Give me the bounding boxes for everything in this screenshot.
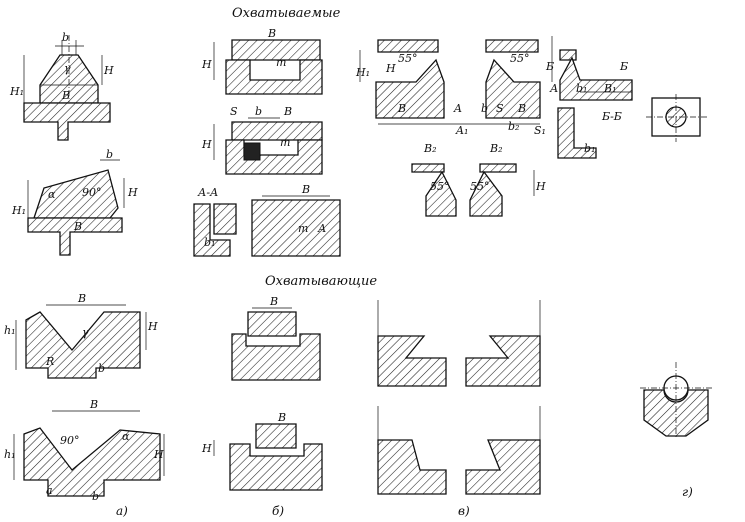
label-B: B	[269, 295, 278, 308]
fig-b-rect-guide-1	[213, 39, 323, 95]
label-section-bb: Б-Б	[601, 110, 622, 123]
label-b1: b₁	[576, 82, 587, 95]
label-m: m	[280, 136, 290, 149]
label-h: H	[127, 186, 138, 199]
label-B: B	[61, 89, 70, 102]
fig-v-engaging-2	[377, 406, 541, 495]
fig-b-rect-engaging-1	[231, 307, 321, 381]
label-a1: A₁	[455, 124, 468, 137]
label-h: H	[201, 58, 212, 71]
label-h: H	[153, 448, 164, 461]
fig-v-section-bb	[551, 36, 633, 159]
label-a-cyr: А	[549, 82, 558, 95]
fig-a-dovetail	[23, 35, 111, 141]
fig-v-engaging-1	[377, 300, 541, 387]
label-h: H	[103, 64, 114, 77]
fig-a-v-groove-90	[13, 410, 165, 497]
label-B: B	[267, 27, 276, 40]
label-h1: H₁	[355, 66, 370, 79]
header-engaged: Охватываемые	[232, 6, 341, 21]
label-alpha: α	[48, 188, 56, 201]
caption-b: б)	[272, 504, 284, 518]
label-b1: b₁	[204, 236, 215, 249]
label-B: B	[73, 220, 82, 233]
fig-v-dovetail-top	[359, 39, 541, 125]
label-gamma: γ	[82, 326, 89, 339]
label-B: B	[89, 398, 98, 411]
label-h: H	[535, 180, 546, 193]
label-B: B	[301, 183, 310, 196]
label-b2-cap: B₂	[489, 142, 503, 155]
label-b1: b₁	[584, 142, 595, 155]
label-55deg: 55°	[510, 52, 530, 65]
label-a-cyr: А	[317, 222, 326, 235]
label-B: B	[517, 102, 526, 115]
label-h1: H₁	[9, 85, 24, 98]
label-b2-cap: B₂	[423, 142, 437, 155]
label-h: H	[201, 442, 212, 455]
caption-v: в)	[458, 504, 470, 518]
label-b: b	[106, 148, 113, 161]
label-h: H	[201, 138, 212, 151]
label-h: H	[385, 62, 396, 75]
label-55deg: 55°	[398, 52, 418, 65]
label-55deg: 55°	[430, 180, 450, 193]
fig-a-v-groove	[15, 304, 147, 379]
label-b-cyr: Б	[545, 60, 554, 73]
label-b: b	[255, 105, 262, 118]
label-55deg: 55°	[470, 180, 490, 193]
label-b2: b₂	[508, 120, 519, 133]
caption-a: а)	[116, 504, 128, 518]
label-h1: h₁	[4, 324, 16, 337]
header-engaging: Охватывающие	[265, 274, 377, 289]
fig-b-rect-guide-2	[213, 117, 323, 175]
label-b: b	[98, 362, 105, 375]
label-b: b	[92, 490, 99, 503]
label-90deg: 90°	[82, 186, 102, 199]
label-b: b	[481, 102, 488, 115]
fig-a-dovetail-90	[27, 159, 125, 256]
fig-b-section-aa	[193, 195, 341, 257]
label-B: B	[77, 292, 86, 305]
label-gamma: γ	[64, 62, 71, 75]
fig-g-round-top	[646, 94, 708, 142]
fig-v-dovetail-bottom	[411, 163, 535, 217]
label-s: S	[230, 105, 238, 118]
label-h: H	[147, 320, 158, 333]
label-s: S	[496, 102, 504, 115]
label-b1-cap: B₁	[603, 82, 617, 95]
label-h1: H₁	[11, 204, 26, 217]
label-r: R	[45, 355, 54, 368]
label-B: B	[283, 105, 292, 118]
label-B: B	[397, 102, 406, 115]
fig-g-round-bottom	[640, 362, 712, 438]
label-m: m	[276, 56, 286, 69]
label-s1: S₁	[534, 124, 546, 137]
label-section-aa: А-А	[197, 186, 218, 199]
label-90deg: 90°	[60, 434, 80, 447]
caption-g: г)	[682, 485, 693, 499]
label-b: b	[62, 31, 69, 44]
label-m: m	[298, 222, 308, 235]
label-alpha: α	[122, 430, 130, 443]
fig-b-rect-engaging-2	[213, 423, 323, 491]
label-b-cyr: Б	[619, 60, 628, 73]
label-h1: h₁	[4, 448, 16, 461]
label-a: a	[46, 484, 53, 497]
label-B: B	[277, 411, 286, 424]
label-a-cyr: A	[453, 102, 462, 115]
